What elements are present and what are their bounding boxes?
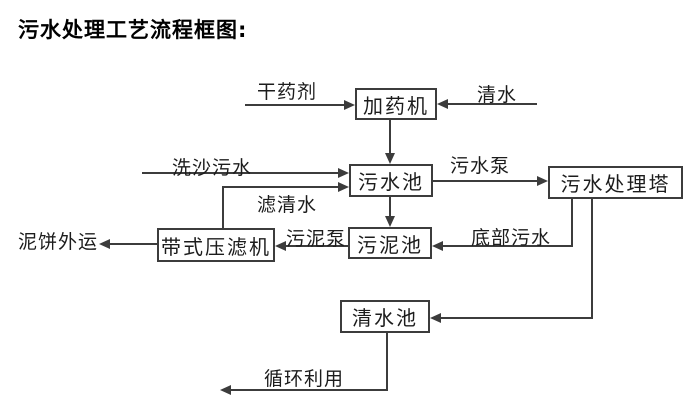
edge-filtered-water-line <box>222 186 338 188</box>
arrowhead-down-icon <box>385 216 395 227</box>
edge-dosing-to-sewage-line <box>389 120 391 154</box>
node-sludge-pool: 污泥池 <box>348 227 432 259</box>
arrowhead-down-icon <box>385 153 395 164</box>
arrowhead-left-icon <box>432 241 443 251</box>
edge-sand-washing-line <box>142 172 338 174</box>
edge-bottom-sewage-line <box>443 245 573 247</box>
edge-sewage-pump-line <box>433 180 537 182</box>
edge-tower-to-clean-line <box>441 317 593 319</box>
node-clean-water-pool: 清水池 <box>340 300 430 333</box>
arrowhead-left-icon <box>220 385 231 395</box>
edge-label-filtered-water: 滤清水 <box>257 194 318 216</box>
edge-recycle-vline <box>386 333 388 390</box>
arrowhead-left-icon <box>430 313 441 323</box>
edge-label-clean-water: 清水 <box>477 84 518 106</box>
arrowhead-left-icon <box>437 99 448 109</box>
node-treatment-tower: 污水处理塔 <box>548 166 683 199</box>
edge-label-sewage-pump: 污水泵 <box>450 155 511 177</box>
edge-label-recycle: 循环利用 <box>264 368 345 390</box>
edge-bottom-sewage-vline <box>571 199 573 247</box>
edge-label-sand-washing: 洗沙污水 <box>172 157 253 179</box>
edge-sludge-pump-line <box>286 245 348 247</box>
node-sewage-pool: 污水池 <box>349 164 433 197</box>
arrowhead-right-icon <box>338 168 349 178</box>
page-title: 污水处理工艺流程框图: <box>18 18 248 42</box>
arrowhead-left-icon <box>275 241 286 251</box>
edge-label-bottom-sewage: 底部污水 <box>471 227 552 249</box>
arrowhead-right-icon <box>338 182 349 192</box>
node-dosing-machine: 加药机 <box>355 88 437 120</box>
edge-label-dry-agent: 干药剂 <box>257 81 318 103</box>
edge-label-mud-cake-out: 泥饼外运 <box>18 231 99 253</box>
arrowhead-left-icon <box>99 239 110 249</box>
edge-dry-agent-line <box>245 104 344 106</box>
arrowhead-right-icon <box>344 100 355 110</box>
edge-clean-water-line <box>448 103 537 105</box>
edge-recycle-line <box>231 389 388 391</box>
edge-mud-cake-line <box>110 243 157 245</box>
edge-filtered-water-vline <box>222 186 224 228</box>
node-belt-filter-press: 带式压滤机 <box>157 228 275 262</box>
edge-sewage-to-sludge-line <box>389 197 391 217</box>
edge-label-sludge-pump: 污泥泵 <box>286 228 347 250</box>
edge-tower-to-clean-vline <box>591 199 593 318</box>
arrowhead-right-icon <box>537 176 548 186</box>
